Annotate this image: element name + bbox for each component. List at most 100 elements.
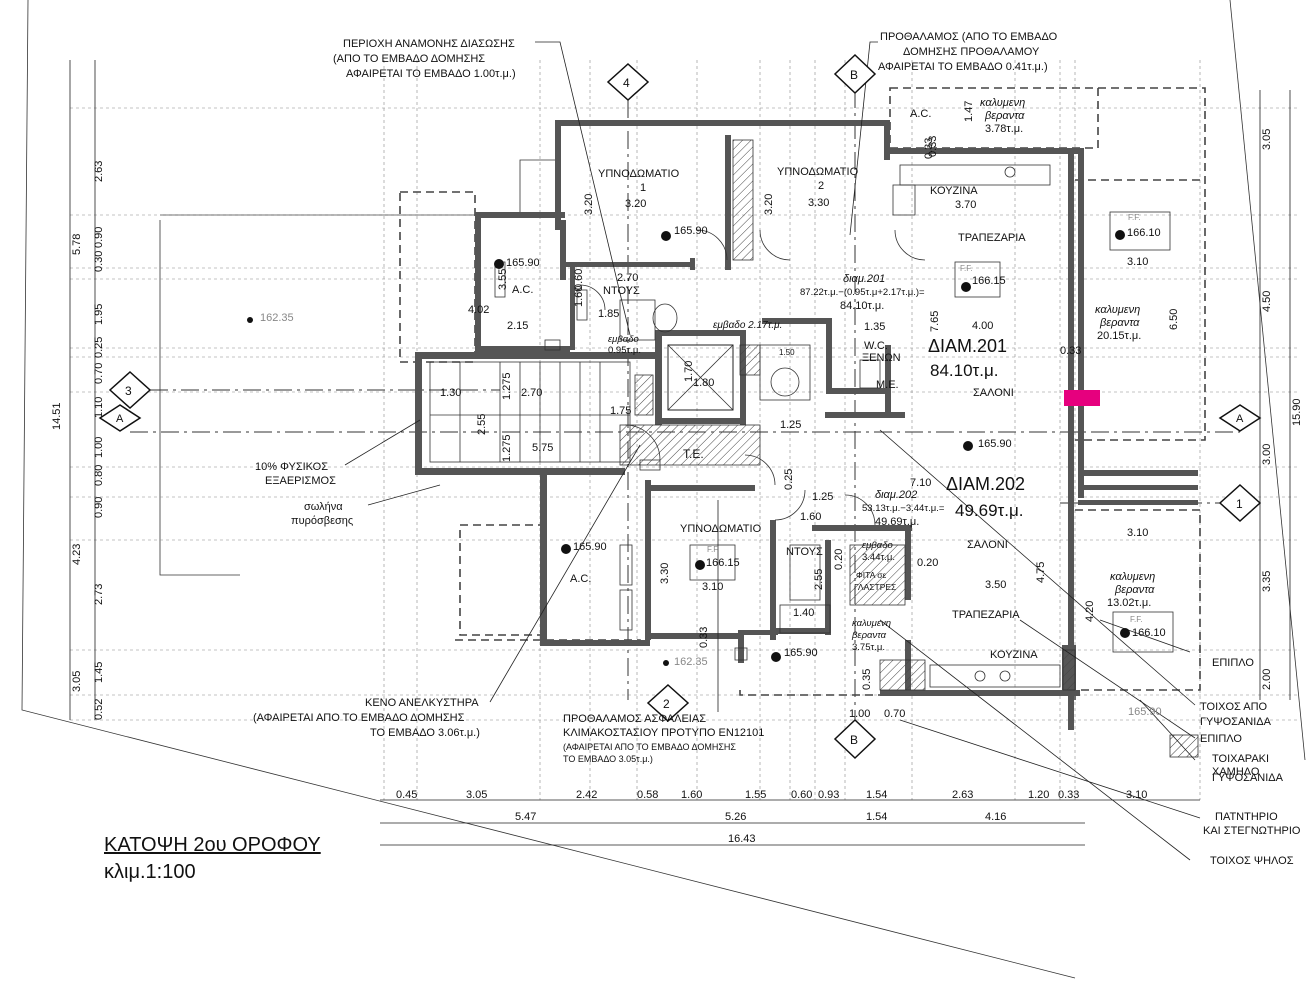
veranda-small-1: καλυμενη [852,618,891,629]
note-elevator-2: (ΑΦΑΙΡΕΤΑΙ ΑΠΟ ΤΟ ΕΜΒΑΔΟ ΔΟΜΗΣΗΣ [253,712,465,724]
dimension-label: 3.05 [71,671,83,692]
dimension-label: 5.78 [71,234,83,255]
veranda-small-2: βεραντα [851,630,887,641]
dimension-label: 2.63 [93,161,105,182]
apt202-calc-2: 53.13τ.μ.−3.44τ.μ.= [862,503,945,514]
area-e3-1: εμβαδο [862,540,893,551]
note-lobby-1: ΠΡΟΘΑΛΑΜΟΣ (ΑΠΟ ΤΟ ΕΜΒΑΔΟ [880,31,1058,43]
legend-laundry-2: ΚΑΙ ΣΤΕΓΝΩΤΗΡΙΟ [1203,825,1301,837]
dimension-label: 1.85 [598,308,619,320]
dimension-label: 2.15 [507,320,528,332]
dimension-label: 3.10 [1126,789,1147,801]
room-ac-top: A.C. [910,108,931,120]
dimension-label: 0.70 [884,708,905,720]
note-pipe-1: σωλήνα [304,501,343,513]
apt201-name: ΔΙΑΜ.201 [928,336,1007,356]
dimension-label: 1.45 [93,662,105,683]
dimension-label: 3.20 [583,194,595,215]
dimension-label: 0.93 [818,789,839,801]
dimension-label: 1.10 [93,397,105,418]
fixtures [619,164,1061,688]
level-3: 165.90 [978,438,1012,450]
room-salon2: ΣΑΛΟΝΙ [967,539,1008,551]
dimension-label: 2.55 [476,414,488,435]
room-wc-1: W.C. [864,340,888,352]
legend-furniture-1: ΕΠΙΠΛΟ [1212,657,1254,669]
level-8: 166.15 [972,275,1006,287]
note-lobby-3: ΑΦΑΙΡΕΤΑΙ ΤΟ ΕΜΒΑΔΟ 0.41τ.μ.) [878,61,1048,73]
note-safety-3: (ΑΦΑΙΡΕΤΑΙ ΑΠΟ ΤΟ ΕΜΒΑΔΟ ΔΟΜΗΣΗΣ [563,742,736,752]
dimension-label: 0.33 [1060,345,1081,357]
dimension-label: 4.02 [468,304,489,316]
dimension-label: 4.20 [1084,601,1096,622]
dimension-label: 7.65 [929,311,941,332]
dims-bottom-total: 16.43 [728,833,756,845]
note-safety-1: ΠΡΟΘΑΛΑΜΟΣ ΑΣΦΑΛΕΙΑΣ [563,713,706,725]
dimension-label: 1.00 [93,437,105,458]
apt202-calc-1: διαμ.202 [875,489,917,501]
dimension-lines [69,60,1291,846]
dimension-label: 0.60 [791,789,812,801]
level-2: 165.90 [674,225,708,237]
dimension-label: 0.30 [93,251,105,272]
level-9: 166.15 [706,557,740,569]
veranda-right2-2: βεραντα [1114,584,1155,596]
construction-grid [70,60,1300,800]
dimension-label: 1.00 [849,708,870,720]
dimension-label: 1.54 [866,789,887,801]
room-dining1: ΤΡΑΠΕΖΑΡΙΑ [958,232,1026,244]
room-bedroom1-label: ΥΠΝΟΔΩΜΑΤΙΟ [598,168,680,180]
room-bedroom2-number: 2 [818,180,824,192]
dimension-label: 0.80 [93,465,105,486]
legend-low-wall-3: ΓΥΨΟΣΑΝΙΔΑ [1212,772,1284,784]
area-e2: εμβαδο 2.17τ.μ. [713,320,782,331]
ff-label-3: F.F. [1130,615,1142,624]
dimension-label: 3.50 [985,579,1006,591]
grid-marker-a-left: A [116,413,124,425]
dimension-label: 3.05 [1261,129,1273,150]
veranda-right1-2: βεραντα [1099,317,1140,329]
grid-marker-a-right: A [1236,413,1244,425]
dimension-label: 4.16 [985,811,1006,823]
dimension-label: 5.75 [532,442,553,454]
legend-low-wall-1: ΤΟΙΧΑΡΑΚΙ [1212,753,1269,765]
apt202-name: ΔΙΑΜ.202 [946,474,1025,494]
grid-marker-3: 3 [125,384,132,398]
veranda-top-1: καλυμενη [980,97,1025,109]
note-pipe-2: πυρόσβεσης [291,515,353,527]
level-4: 165.90 [573,541,607,553]
dimension-label: 2.70 [521,387,542,399]
room-bedroom1-number: 1 [640,182,646,194]
room-me: M.E. [876,379,899,391]
dimension-label: 0.58 [637,789,658,801]
dimension-label: 3.55 [497,269,509,290]
room-salon1: ΣΑΛΟΝΙ [973,387,1014,399]
dimension-label: 3.35 [1261,571,1273,592]
legend-gypsum-wall-2: ΓΥΨΟΣΑΝΙΔΑ [1200,716,1272,728]
dimension-label: 1.20 [1028,789,1049,801]
area-e3-2: 3.44τ.μ. [862,552,895,563]
apt202-area: 49.69τ.μ. [955,501,1024,520]
level-11: 162.35 [674,656,708,668]
level-symbols [247,230,1130,666]
dimension-label: 1.47 [963,101,975,122]
dimension-label: 0.60 [573,269,585,290]
grid-marker-4: 4 [623,76,630,90]
dimension-label: 0.33 [927,136,939,157]
dimension-label: 4.50 [1261,291,1273,312]
dimension-label: 1.70 [683,361,695,382]
dimension-label: 0.25 [93,337,105,358]
dimension-label: 4.75 [1035,562,1047,583]
dimension-label: 1.30 [440,387,461,399]
grid-marker-1: 1 [1236,497,1243,511]
ff-label-1: F.F. [960,264,972,273]
title-block: ΚΑΤΟΨΗ 2ου ΟΡΟΦΟΥ κλιμ.1:100 [104,832,404,886]
note-ventilation-2: ΕΞΑΕΡΙΣΜΟΣ [265,475,336,487]
dimension-label: 2.63 [952,789,973,801]
dims-bottom-row1: 0.45 3.05 2.42 0.58 1.60 1.55 0.60 0.93 … [396,789,1147,801]
dimension-label: 0.45 [396,789,417,801]
dimension-label: 3.00 [1261,444,1273,465]
dimension-label: 0.25 [783,469,795,490]
room-kitchen1: ΚΟΥΖΙΝΑ [930,185,978,197]
